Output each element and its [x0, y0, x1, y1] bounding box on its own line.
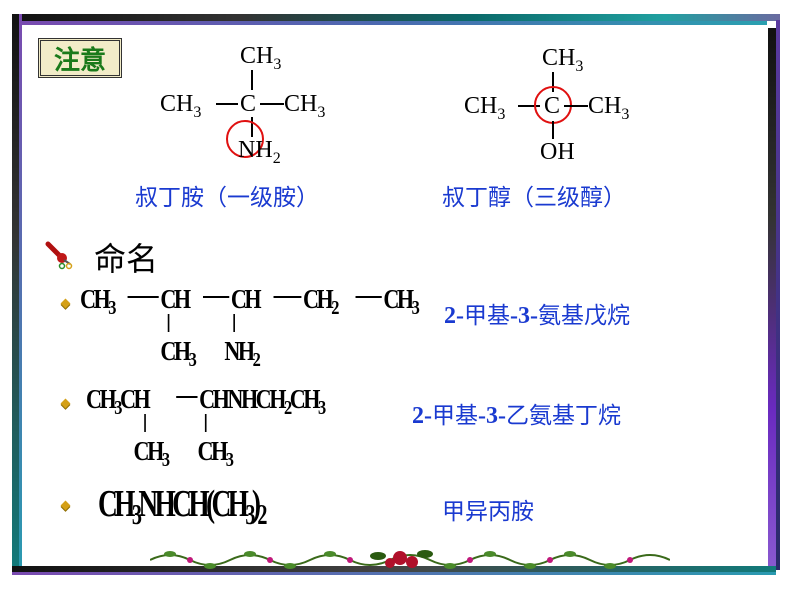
example1-name: 2-甲基-3-氨基戊烷: [444, 303, 630, 329]
tbutylamine-highlight-circle: [226, 120, 264, 158]
tbutylamine-right-ch3: CH3: [284, 91, 326, 121]
svg-text:CH3: CH3: [80, 285, 116, 318]
frame-right-bar: [768, 28, 776, 573]
tbutanol-top-ch3: CH3: [542, 45, 584, 75]
tbutanol-bond-right: [564, 105, 588, 107]
tbutanol-bond-left: [518, 105, 540, 107]
example2-name: 2-甲基-3-乙氨基丁烷: [412, 403, 621, 429]
tbutylamine-top-ch3: CH3: [240, 43, 282, 73]
floral-vine-decoration: [150, 550, 670, 569]
frame-top-bar: [12, 14, 780, 21]
frame-left-accent: [19, 14, 22, 569]
svg-text:CH3: CH3: [160, 337, 196, 370]
tbutanol-bond-top: [552, 72, 554, 92]
svg-text:CH3: CH3: [198, 437, 234, 470]
frame-left-bar: [12, 14, 19, 569]
svg-text:CH3CH: CH3CH: [86, 385, 151, 418]
example2-structure: CH3CH CHNHCH2CH3 CH3 CH3: [86, 385, 329, 470]
svg-text:CHNHCH2CH3: CHNHCH2CH3: [199, 385, 326, 418]
svg-text:CH: CH: [160, 285, 191, 315]
bullet-3: [60, 500, 71, 511]
svg-text:CH: CH: [231, 285, 262, 315]
svg-text:CH2: CH2: [303, 285, 339, 318]
bullet-1: [60, 298, 71, 309]
example3-name: 甲异丙胺: [442, 499, 534, 525]
frame-right-accent: [776, 20, 780, 570]
tbutanol-right-ch3: CH3: [588, 93, 630, 123]
tbutylamine-left-ch3: CH3: [160, 91, 202, 121]
tbutanol-center-c: C: [544, 93, 561, 119]
frame-bottom-accent: [12, 572, 776, 575]
tbutylamine-bond-top: [251, 70, 253, 90]
tbutanol-oh: OH: [540, 139, 575, 165]
tbutylamine-nh2: NH2: [238, 137, 281, 167]
tbutanol-left-ch3: CH3: [464, 93, 506, 123]
frame-bottom-bar: [12, 566, 776, 572]
tbutylamine-caption: 叔丁胺（一级胺）: [135, 185, 319, 211]
svg-text:CH3: CH3: [383, 285, 419, 318]
svg-text:CH3: CH3: [134, 437, 170, 470]
svg-text:NH2: NH2: [224, 337, 260, 370]
tbutylamine-bond-left: [216, 103, 238, 105]
section-heading: 命名: [94, 240, 159, 278]
bullet-2: [60, 398, 71, 409]
tbutylamine-center-c: C: [240, 91, 257, 117]
example1-structure: CH3 CH CH CH2 CH3 CH3 NH2: [80, 285, 422, 370]
pushpin-icon: [44, 238, 76, 270]
example3-structure: CH3NHCH(CH3)2: [98, 483, 271, 531]
tbutanol-bond-bottom: [552, 121, 554, 139]
tbutylamine-bond-right: [260, 103, 284, 105]
tbutanol-caption: 叔丁醇（三级醇）: [442, 185, 626, 211]
frame-top-accent: [12, 21, 767, 25]
svg-text:CH3NHCH(CH3)2: CH3NHCH(CH3)2: [98, 483, 267, 531]
note-label-box: 注意: [38, 38, 122, 78]
